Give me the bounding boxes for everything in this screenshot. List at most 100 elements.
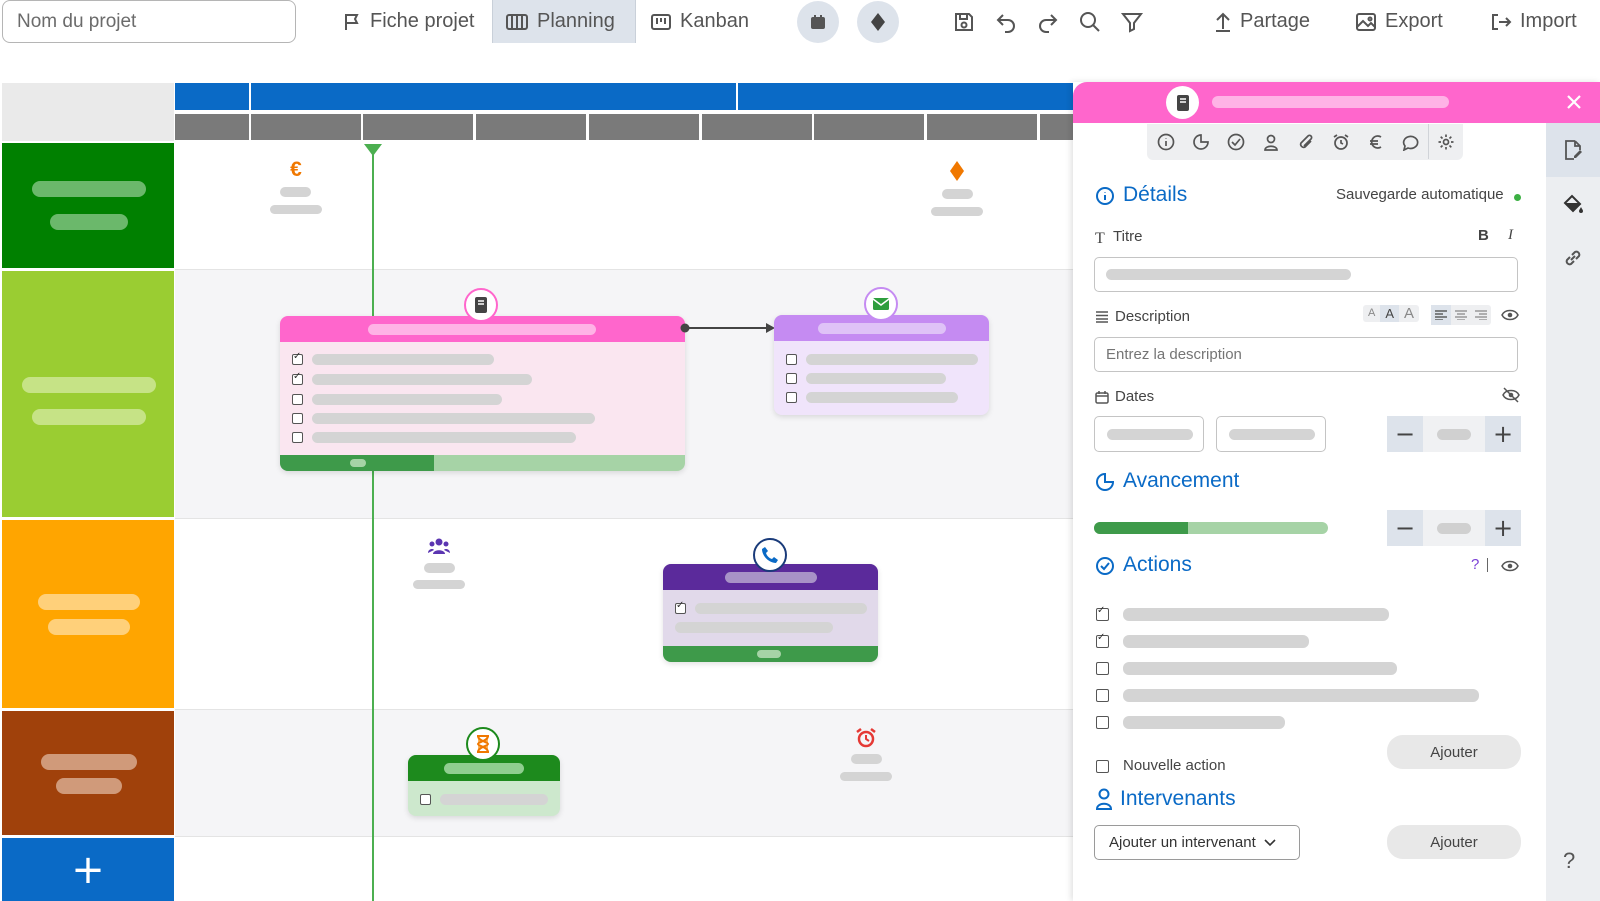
action-item[interactable] [1123,716,1285,729]
lane-1[interactable] [2,143,174,268]
paint-bucket-button[interactable] [1546,177,1600,231]
tab-budget[interactable] [1358,124,1393,159]
checklist-checkbox[interactable] [292,371,303,385]
lane-2[interactable] [2,271,174,517]
lane-4[interactable] [2,711,174,835]
task-card[interactable] [774,315,989,415]
align-left-icon[interactable] [1431,305,1451,325]
eye-icon[interactable] [1501,559,1519,573]
euro-milestone-icon[interactable]: € [290,158,302,181]
link-button[interactable] [1546,231,1600,285]
tab-progress[interactable] [1184,124,1219,159]
action-checkbox[interactable] [1096,662,1109,675]
checklist-checkbox[interactable] [675,600,686,614]
decrement-button[interactable]: − [1387,510,1423,546]
action-item[interactable] [1123,662,1397,675]
add-stakeholder-button[interactable]: Ajouter [1387,825,1521,859]
redo-button[interactable] [1036,10,1062,36]
view-tab-planning[interactable]: Planning [492,0,636,43]
italic-button[interactable]: I [1508,227,1513,243]
columns-icon [505,12,529,32]
checklist-checkbox[interactable] [292,413,303,424]
task-card[interactable] [280,316,685,471]
view-tab-kanban[interactable]: Kanban [638,0,761,43]
bold-button[interactable]: B [1478,227,1489,244]
diamond-milestone-icon[interactable] [948,160,966,182]
action-checkbox[interactable] [1096,716,1109,729]
start-date-field[interactable] [1094,416,1204,452]
title-field[interactable] [1094,257,1518,292]
end-date-field[interactable] [1216,416,1326,452]
checklist-checkbox[interactable] [292,394,303,405]
text-size-large[interactable]: A [1404,305,1415,322]
euro-icon [1367,133,1385,151]
gantt-row [175,143,1075,269]
checklist-checkbox[interactable] [786,392,797,403]
tab-settings[interactable] [1428,124,1463,159]
decrement-button[interactable]: − [1387,416,1423,452]
action-item[interactable] [1123,608,1389,621]
tab-actions[interactable] [1219,124,1254,159]
checklist-checkbox[interactable] [786,354,797,365]
checklist-checkbox[interactable] [420,794,431,805]
alarm-milestone-icon[interactable] [855,727,877,749]
filter-button[interactable] [1120,10,1146,36]
lane-3[interactable] [2,520,174,708]
checklist-checkbox[interactable] [292,432,303,443]
import-button[interactable]: Import [1478,0,1589,43]
tab-attachments[interactable] [1289,124,1324,159]
close-button[interactable] [1565,93,1585,113]
chevron-down-icon [1264,838,1276,847]
undo-button[interactable] [994,10,1020,36]
align-right-icon[interactable] [1471,305,1491,325]
duration-stepper[interactable]: − + [1387,416,1521,452]
action-checkbox[interactable] [1096,632,1109,648]
add-action-button[interactable]: Ajouter [1387,735,1521,769]
edit-document-button[interactable] [1546,123,1600,177]
progress-track [1094,522,1328,534]
calendar-icon [1095,390,1109,404]
progress-stepper[interactable]: − + [1387,510,1521,546]
panel-side-rail: ? [1546,123,1600,901]
action-checkbox[interactable] [1096,605,1109,621]
new-action-field[interactable]: Nouvelle action [1123,757,1226,774]
task-card[interactable] [408,755,560,816]
help-button[interactable]: ? [1563,848,1576,873]
search-button[interactable] [1078,10,1104,36]
action-item[interactable] [1123,689,1479,702]
new-action-checkbox[interactable] [1096,760,1109,773]
progress-value[interactable] [1423,510,1485,546]
add-milestone-button[interactable] [857,1,899,43]
tab-reminders[interactable] [1323,124,1358,159]
view-tab-project-sheet[interactable]: Fiche projet [330,0,487,43]
eye-off-icon[interactable] [1502,387,1520,403]
stakeholder-select[interactable]: Ajouter un intervenant [1094,825,1300,860]
increment-button[interactable]: + [1485,416,1521,452]
tab-people[interactable] [1254,124,1289,159]
gear-icon [1437,133,1455,151]
add-task-button[interactable] [797,1,839,43]
export-button[interactable]: Export [1343,0,1455,43]
increment-button[interactable]: + [1485,510,1521,546]
text-size-medium[interactable]: A [1380,305,1400,322]
checklist-checkbox[interactable] [786,373,797,384]
add-lane-button[interactable]: + [2,838,174,901]
text-size-small[interactable]: A [1368,307,1376,319]
task-card[interactable] [663,564,878,662]
eye-icon[interactable] [1501,308,1519,322]
project-name-input[interactable] [2,0,296,43]
align-center-icon[interactable] [1451,305,1471,325]
checklist-checkbox[interactable] [292,351,303,365]
panel-type-badge[interactable] [1166,86,1199,119]
help-button[interactable]: ? [1471,556,1480,573]
description-field[interactable] [1094,337,1518,372]
tab-info[interactable] [1149,124,1184,159]
action-item[interactable] [1123,635,1309,648]
action-checkbox[interactable] [1096,689,1109,702]
meeting-milestone-icon[interactable] [428,537,450,555]
tab-comments[interactable] [1393,124,1428,159]
save-button[interactable] [952,10,978,36]
share-button[interactable]: Partage [1202,0,1322,43]
duration-value[interactable] [1423,416,1485,452]
export-label: Export [1385,10,1443,32]
